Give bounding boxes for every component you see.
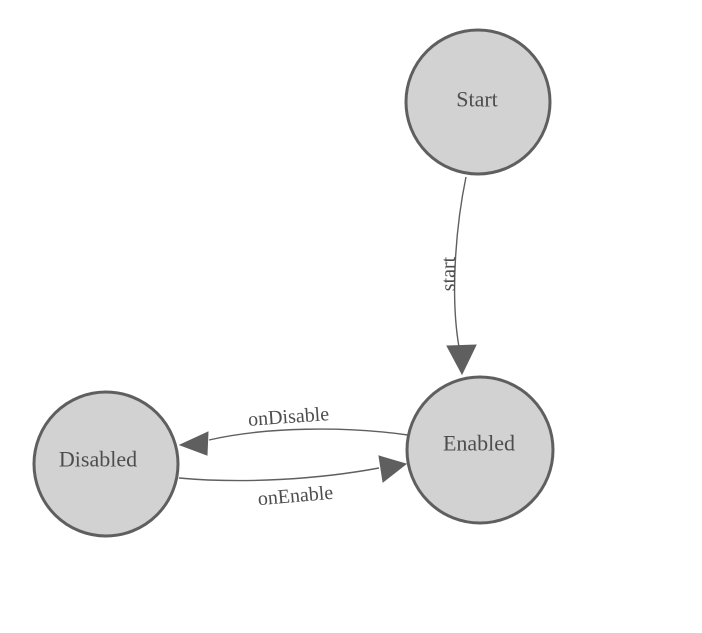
edge-onenable-transition: onEnable xyxy=(178,455,408,511)
edge-onenable-path xyxy=(178,467,380,482)
node-start-label: Start xyxy=(456,87,498,112)
edge-start-path xyxy=(453,176,467,348)
edge-ondisable-transition: onDisable xyxy=(178,403,409,456)
arrowhead-start-to-enabled xyxy=(446,344,477,376)
node-start: Start xyxy=(404,28,552,176)
edge-label-start: start xyxy=(438,256,460,291)
arrowhead-disabled-to-enabled xyxy=(378,455,408,483)
arrowhead-enabled-to-disabled xyxy=(178,431,209,456)
node-disabled-circle xyxy=(32,390,180,538)
node-enabled-label: Enabled xyxy=(443,431,515,456)
node-disabled: Disabled xyxy=(32,390,180,538)
node-start-circle xyxy=(404,28,552,176)
edge-start-transition: start xyxy=(438,176,477,376)
edge-label-ondisable: onDisable xyxy=(247,403,330,431)
node-disabled-label: Disabled xyxy=(59,447,137,472)
node-enabled-circle xyxy=(405,375,555,525)
edge-label-onenable: onEnable xyxy=(257,482,334,511)
edge-ondisable-path xyxy=(208,428,409,441)
node-enabled: Enabled xyxy=(405,375,555,525)
